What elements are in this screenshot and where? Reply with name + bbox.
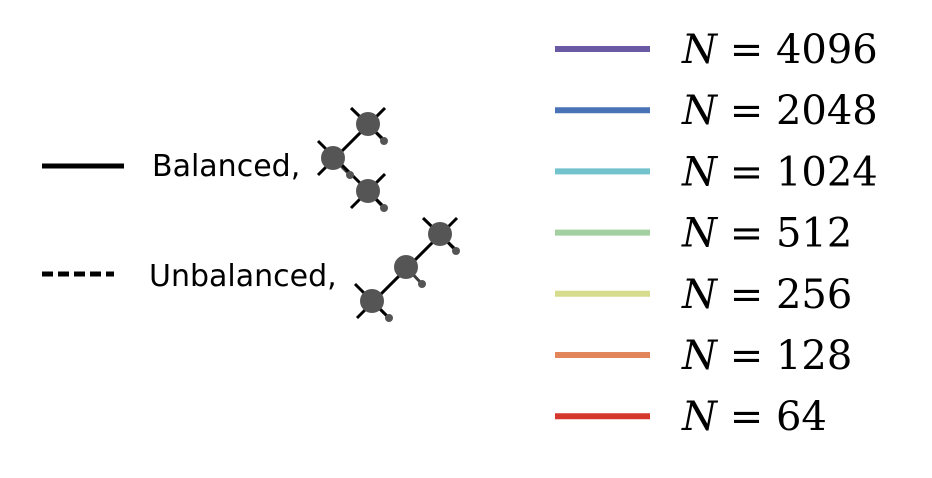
legend-label-n-1024: N = 1024 xyxy=(681,149,878,195)
legend-entry-n-4096: N = 4096 xyxy=(555,27,878,73)
legend-entry-n-512: N = 512 xyxy=(555,211,852,257)
legend-label-n-512: N = 512 xyxy=(681,211,852,257)
legend-entry-n-128: N = 128 xyxy=(555,333,852,379)
style-entry-balanced: Balanced, xyxy=(42,106,388,212)
balanced-label: Balanced, xyxy=(152,149,300,184)
style-entry-unbalanced: Unbalanced, xyxy=(42,216,460,322)
legend-entry-n-64: N = 64 xyxy=(555,394,827,440)
legend-entry-n-2048: N = 2048 xyxy=(555,88,878,134)
size-legend: N = 4096 N = 2048 N = 1024 N = 512 N = 256 N … xyxy=(555,27,878,440)
unbalanced-label: Unbalanced, xyxy=(149,259,337,294)
legend-entry-n-1024: N = 1024 xyxy=(555,149,878,195)
unbalanced-tree-icon xyxy=(353,216,460,322)
legend-label-n-4096: N = 4096 xyxy=(681,27,878,73)
legend-label-n-128: N = 128 xyxy=(681,333,852,379)
legend-label-n-2048: N = 2048 xyxy=(681,88,878,134)
legend-label-n-256: N = 256 xyxy=(681,272,852,318)
legend-label-n-64: N = 64 xyxy=(681,394,827,440)
balanced-tree-icon xyxy=(316,106,388,212)
legend-entry-n-256: N = 256 xyxy=(555,272,852,318)
